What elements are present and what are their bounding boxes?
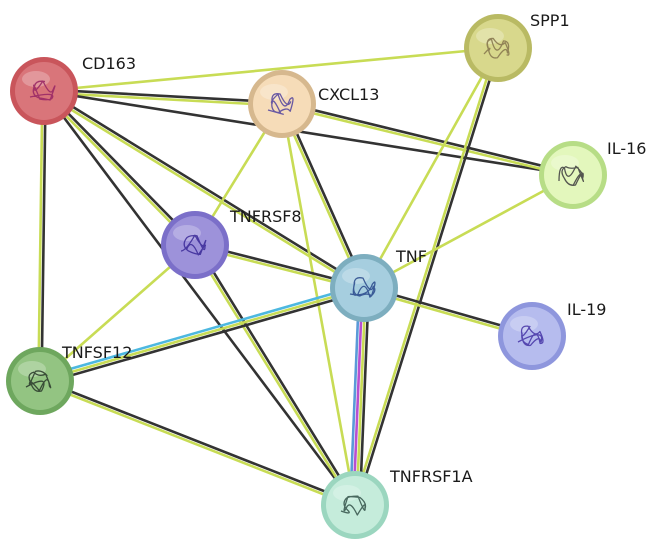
node-label-cd163: CD163: [82, 54, 136, 73]
node-label-il-16: IL-16: [607, 139, 646, 158]
edge-evidence-line: [192, 244, 355, 508]
edge-evidence-line: [362, 46, 500, 290]
edge-TNF-TNFRSF1A[interactable]: [348, 286, 371, 507]
edge-CD163-TNFRSF8[interactable]: [41, 88, 198, 248]
edge-evidence-line: [352, 46, 498, 506]
edge-evidence-line: [38, 286, 366, 383]
edge-TNFSF12-TNFRSF1A[interactable]: [38, 378, 357, 508]
node-label-cxcl13: CXCL13: [318, 85, 379, 104]
edge-TNF-TNFSF12[interactable]: [37, 283, 367, 386]
protein-structure-icon: [29, 80, 56, 101]
node-label-spp1: SPP1: [530, 11, 570, 30]
node-body: [469, 19, 527, 77]
edge-evidence-line: [41, 90, 196, 248]
node-highlight: [476, 28, 504, 44]
node-highlight: [510, 316, 538, 332]
node-body: [335, 259, 393, 317]
edge-SPP1-TNFRSF1A[interactable]: [352, 46, 501, 507]
edge-TNFRSF8-TNFRSF1A[interactable]: [192, 242, 358, 508]
edge-SPP1-TNF[interactable]: [362, 46, 500, 290]
edge-evidence-line: [38, 381, 356, 508]
node-label-tnfrsf8: TNFRSF8: [229, 207, 302, 226]
edge-evidence-line: [355, 286, 367, 507]
node-body: [544, 146, 602, 204]
edge-evidence-line: [355, 47, 501, 507]
edge-evidence-line: [348, 286, 361, 507]
node-label-il-19: IL-19: [567, 300, 606, 319]
node-tnf[interactable]: [330, 254, 398, 322]
edge-CD163-CXCL13[interactable]: [42, 88, 284, 107]
edge-evidence-line: [362, 173, 575, 290]
edge-evidence-line: [38, 243, 197, 383]
edge-evidence-line: [42, 89, 575, 177]
node-highlight: [22, 71, 50, 87]
edge-evidence-line: [42, 88, 284, 104]
edge-evidence-line: [43, 88, 198, 246]
edge-CXCL13-IL-16[interactable]: [280, 101, 575, 178]
edge-evidence-line: [43, 88, 367, 288]
edge-evidence-line: [358, 286, 371, 507]
node-body: [326, 476, 384, 534]
protein-structure-icon: [483, 37, 510, 59]
edge-evidence-line: [37, 89, 44, 383]
edge-evidence-line: [281, 101, 575, 175]
edge-TNFRSF8-TNFSF12[interactable]: [38, 243, 197, 383]
edge-evidence-line: [352, 286, 364, 507]
edge-CD163-TNFSF12[interactable]: [37, 89, 47, 383]
node-highlight: [18, 361, 46, 377]
edge-CD163-SPP1[interactable]: [42, 46, 500, 93]
node-tnfrsf8[interactable]: [161, 211, 229, 279]
node-tnfsf12[interactable]: [6, 347, 74, 415]
node-label-tnf: TNF: [395, 247, 427, 266]
node-label-tnfsf12: TNFSF12: [61, 343, 132, 362]
edge-evidence-line: [37, 283, 365, 380]
node-layer: [6, 14, 607, 539]
node-highlight: [342, 268, 370, 284]
edge-CD163-IL-16[interactable]: [42, 89, 575, 177]
edge-evidence-line: [42, 46, 500, 93]
edge-evidence-line: [40, 89, 47, 383]
protein-structure-icon: [349, 277, 376, 298]
edge-evidence-line: [39, 289, 367, 386]
node-label-tnfrsf1a: TNFRSF1A: [389, 467, 473, 486]
protein-structure-icon: [558, 165, 585, 186]
protein-structure-icon: [340, 495, 367, 516]
node-il-19[interactable]: [498, 302, 566, 370]
protein-structure-icon: [517, 325, 544, 347]
node-body: [166, 216, 224, 274]
node-highlight: [551, 155, 579, 171]
node-cd163[interactable]: [10, 57, 78, 125]
edge-evidence-line: [195, 242, 358, 506]
edge-evidence-line: [42, 91, 284, 107]
node-cxcl13[interactable]: [248, 70, 316, 138]
node-body: [15, 62, 73, 120]
node-tnfrsf1a[interactable]: [321, 471, 389, 539]
node-il-16[interactable]: [539, 141, 607, 209]
edge-CD163-TNFRSF1A[interactable]: [42, 89, 357, 507]
edge-evidence-line: [39, 378, 357, 505]
node-spp1[interactable]: [464, 14, 532, 82]
edge-evidence-line: [42, 89, 357, 507]
protein-structure-icon: [267, 93, 294, 115]
edge-evidence-line: [280, 104, 574, 178]
protein-structure-icon: [25, 370, 52, 392]
protein-structure-icon: [180, 234, 207, 256]
edge-IL-16-TNF[interactable]: [362, 173, 575, 290]
